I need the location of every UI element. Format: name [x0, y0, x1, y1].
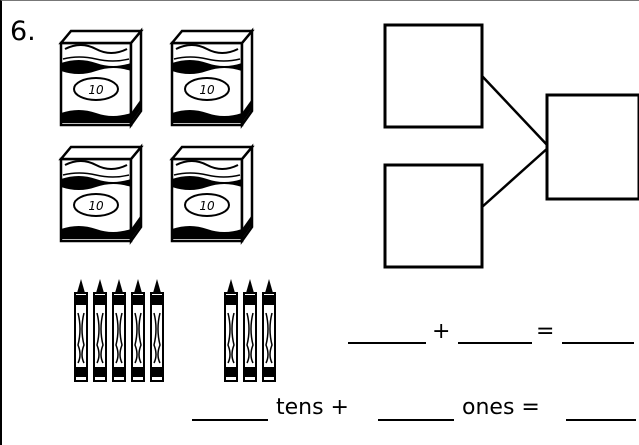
sum-blank[interactable] — [562, 342, 634, 344]
ones-blank[interactable] — [378, 419, 454, 421]
crayon-box: 10 — [58, 27, 144, 129]
addend-blank-2[interactable] — [458, 342, 532, 344]
loose-crayon — [243, 279, 257, 382]
bond-line-top — [481, 75, 550, 148]
loose-crayon — [150, 279, 164, 382]
number-bond — [383, 23, 639, 269]
loose-crayon — [112, 279, 126, 382]
tens-label: tens + — [276, 395, 349, 420]
ones-label: ones = — [462, 395, 540, 420]
box-label: 10 — [199, 199, 215, 213]
box-label: 10 — [88, 83, 104, 97]
crayon-box: 10 — [58, 143, 144, 245]
addend-blank-1[interactable] — [348, 342, 426, 344]
loose-crayon — [74, 279, 88, 382]
whole-box[interactable] — [545, 93, 639, 201]
crayon-boxes: 1010101010 — [58, 27, 255, 245]
tens-blank[interactable] — [192, 419, 268, 421]
loose-crayon — [224, 279, 238, 382]
bond-line-bottom — [481, 146, 550, 208]
box-label: 10 — [88, 199, 104, 213]
equals-sign: = — [536, 319, 555, 344]
loose-crayon — [131, 279, 145, 382]
loose-crayon — [262, 279, 276, 382]
plus-sign: + — [432, 319, 451, 344]
part-box-top[interactable] — [383, 23, 484, 129]
loose-crayons — [74, 279, 276, 382]
crayon-box: 10 — [169, 143, 255, 245]
crayon-box: 10 — [169, 27, 255, 129]
box-label: 10 — [199, 83, 215, 97]
total-blank[interactable] — [566, 419, 636, 421]
part-box-bottom[interactable] — [383, 163, 484, 269]
loose-crayon — [93, 279, 107, 382]
problem-number: 6. — [10, 16, 36, 47]
